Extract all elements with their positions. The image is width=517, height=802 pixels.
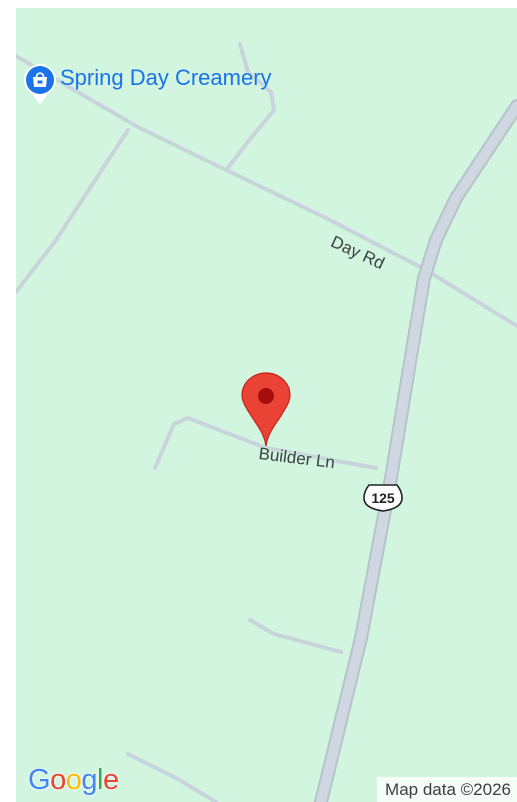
- route-shield-number: 125: [371, 490, 395, 506]
- location-marker[interactable]: [240, 372, 292, 448]
- logo-letter: o: [50, 764, 66, 796]
- road-south-lane[interactable]: [248, 618, 343, 654]
- logo-letter: l: [96, 764, 103, 796]
- logo-letter: G: [28, 764, 51, 796]
- location-pin-icon: [241, 372, 291, 447]
- road-north-connector[interactable]: [224, 42, 276, 172]
- map-canvas[interactable]: Spring Day Creamery Day Rd Builder Ln 12…: [16, 8, 517, 802]
- highway-125[interactable]: [316, 101, 517, 802]
- shopping-bag-icon: [22, 62, 58, 106]
- map-attribution[interactable]: Map data ©2026: [377, 777, 517, 802]
- poi-label[interactable]: Spring Day Creamery: [60, 65, 272, 90]
- highway-shield-icon: [363, 484, 403, 512]
- poi-spring-day-creamery[interactable]: Spring Day Creamery: [22, 62, 272, 106]
- road-day-rd[interactable]: [16, 54, 517, 328]
- road-builder-ln[interactable]: [153, 416, 378, 470]
- google-logo[interactable]: Google: [28, 764, 119, 797]
- logo-letter: o: [65, 764, 82, 796]
- logo-letter: e: [102, 764, 119, 796]
- route-shield-125[interactable]: 125: [363, 484, 403, 512]
- road-south-bottom[interactable]: [126, 752, 218, 802]
- road-west-diagonal[interactable]: [16, 128, 130, 294]
- logo-letter: g: [81, 764, 97, 796]
- road-network: [16, 42, 517, 802]
